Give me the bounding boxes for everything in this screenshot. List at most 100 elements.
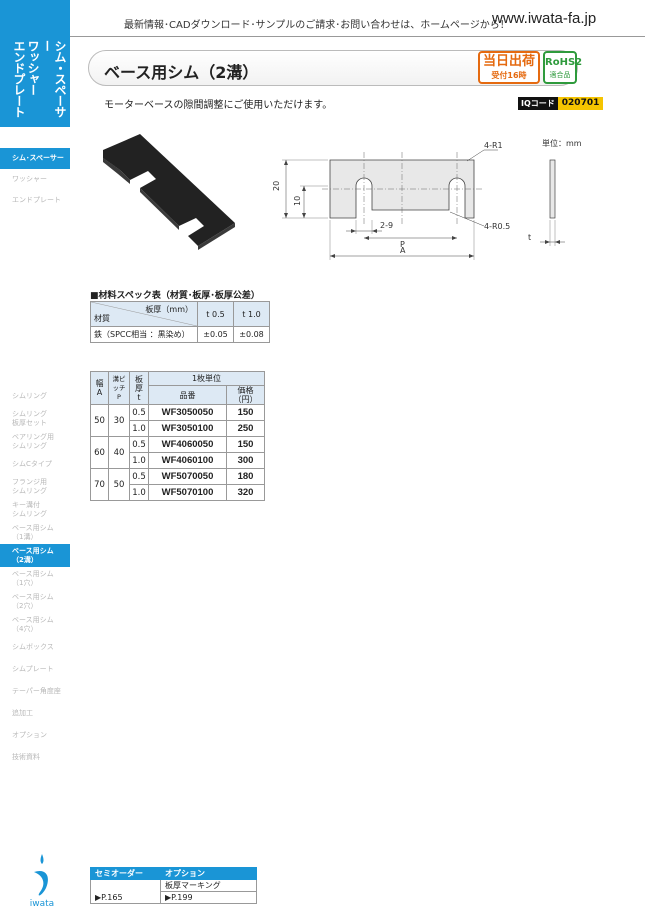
- sidebar-item[interactable]: キー溝付 シムリング: [12, 500, 47, 518]
- category-line-3: エンドプレート: [12, 40, 26, 117]
- rohs-badge-main: RoHS2: [545, 57, 583, 68]
- dim-pitch: P: [400, 240, 405, 249]
- sidebar-item[interactable]: シムリング: [12, 391, 47, 400]
- header-url[interactable]: www.iwata-fa.jp: [492, 10, 597, 27]
- pitch-value: 30: [108, 404, 130, 437]
- category-line-2: ワッシャー: [26, 40, 40, 95]
- header-divider: [70, 36, 645, 37]
- semi-order-header: セミオーダー: [90, 867, 161, 880]
- sidebar-item[interactable]: エンドプレート: [12, 196, 61, 204]
- header-note: 最新情報･CADダウンロード･サンプルのご請求･お問い合わせは、ホームページから…: [124, 20, 510, 31]
- category-tab[interactable]: シム・スペーサー ワッシャー エンドプレート: [0, 0, 70, 127]
- shipping-badge-sub: 受付16時: [491, 71, 527, 80]
- thickness-value: 1.0: [129, 420, 149, 437]
- price-value: 180: [226, 468, 265, 485]
- header-unit-group: 1枚単位: [148, 371, 265, 386]
- option-link[interactable]: ▶P.199: [160, 891, 257, 904]
- iq-code: 020701: [557, 97, 604, 110]
- sidebar-item[interactable]: テーパー角度座: [12, 686, 61, 695]
- price-value: 150: [226, 436, 265, 453]
- option-item: 板厚マーキング: [160, 879, 257, 892]
- width-value: 50: [90, 404, 109, 437]
- sidebar-item[interactable]: ベース用シム （1溝）: [12, 523, 54, 541]
- part-number: WF5070050: [148, 468, 227, 485]
- reference-table: セミオーダー オプション ▶P.165 板厚マーキング ▶P.199: [90, 867, 257, 904]
- dim-width: A: [400, 246, 406, 255]
- option-header: オプション: [160, 867, 257, 880]
- sidebar-item[interactable]: ワッシャー: [12, 175, 47, 183]
- product-photo: [103, 134, 235, 250]
- spec-tolerance: ±0.08: [233, 326, 270, 343]
- product-description: モーターベースの隙間調整にご使用いただけます。: [104, 100, 333, 111]
- sidebar-item[interactable]: オプション: [12, 730, 47, 739]
- sidebar-item[interactable]: ベース用シム （1穴）: [12, 569, 54, 587]
- pitch-value: 50: [108, 468, 130, 501]
- spec-material: 鉄（SPCC相当 ：黒染め）: [90, 326, 198, 343]
- same-day-shipping-badge: 当日出荷 受付16時: [478, 51, 540, 84]
- thickness-value: 1.0: [129, 484, 149, 501]
- header-pitch: 溝ピッチ P: [108, 371, 130, 405]
- corner-radius-label: 4-R1: [484, 141, 503, 150]
- sidebar-item[interactable]: 技術資料: [12, 752, 40, 761]
- part-number: WF4060100: [148, 452, 227, 469]
- semi-order-link[interactable]: ▶P.165: [90, 879, 161, 904]
- dim-slot-width: 2-9: [380, 221, 393, 230]
- spec-table: 板厚（mm） 材質 t 0.5 t 1.0 鉄（SPCC相当 ：黒染め） ±0.…: [90, 301, 270, 343]
- iwata-logo: iwata: [30, 854, 54, 909]
- logo-text: iwata: [30, 899, 54, 909]
- technical-drawing: 20 10 2-9 P A 4-R1 4-R0.5 単位：mm t: [272, 138, 582, 260]
- spec-table-title: ■材料スペック表（材質･板厚･板厚公差）: [90, 291, 260, 301]
- sidebar-item[interactable]: 追加工: [12, 708, 33, 717]
- part-number: WF3050050: [148, 404, 227, 421]
- header-price: 価格（円）: [226, 385, 265, 405]
- spec-corner-top: 板厚（mm）: [145, 305, 193, 314]
- spec-thickness-header: t 0.5: [197, 301, 234, 327]
- sidebar-item[interactable]: フランジ用 シムリング: [12, 477, 47, 495]
- sidebar-item[interactable]: シム･スペーサー: [0, 148, 70, 169]
- sidebar-item[interactable]: ベース用シム （4穴）: [12, 615, 54, 633]
- thickness-value: 0.5: [129, 436, 149, 453]
- sidebar-item[interactable]: シムリング 板厚セット: [12, 409, 47, 427]
- pitch-value: 40: [108, 436, 130, 469]
- dim-height-20: 20: [272, 181, 281, 191]
- price-value: 150: [226, 404, 265, 421]
- width-value: 60: [90, 436, 109, 469]
- part-number: WF4060050: [148, 436, 227, 453]
- sidebar-top-nav: シム･スペーサーワッシャーエンドプレート: [0, 148, 70, 211]
- dim-slot-depth-10: 10: [293, 196, 302, 206]
- sidebar-item[interactable]: ベアリング用 シムリング: [12, 432, 54, 450]
- thickness-value: 0.5: [129, 468, 149, 485]
- spec-tolerance: ±0.05: [197, 326, 234, 343]
- iq-code-badge[interactable]: IQコード 020701: [518, 97, 604, 110]
- iq-label: IQコード: [518, 97, 558, 110]
- thickness-value: 0.5: [129, 404, 149, 421]
- sidebar-item[interactable]: シムプレート: [12, 664, 54, 673]
- sidebar-item[interactable]: ベース用シム （2穴）: [12, 592, 54, 610]
- page-title: ベース用シム（2溝）: [104, 63, 259, 82]
- width-value: 70: [90, 468, 109, 501]
- sidebar-item[interactable]: シムボックス: [12, 642, 54, 651]
- spec-thickness-header: t 1.0: [233, 301, 270, 327]
- unit-label: 単位：mm: [542, 138, 582, 148]
- spec-corner-cell: 板厚（mm） 材質: [91, 302, 197, 326]
- rohs-badge: RoHS2 適合品: [543, 51, 583, 84]
- header-part-number: 品番: [148, 385, 227, 405]
- price-value: 300: [226, 452, 265, 469]
- price-value: 250: [226, 420, 265, 437]
- part-number: WF5070100: [148, 484, 227, 501]
- rohs-badge-sub: 適合品: [549, 71, 571, 79]
- dim-thickness: t: [528, 233, 531, 242]
- sidebar-item[interactable]: シムCタイプ: [12, 459, 52, 468]
- header-width: 幅 A: [90, 371, 109, 405]
- sidebar-item[interactable]: ベース用シム （2溝）: [0, 544, 70, 567]
- slot-radius-label: 4-R0.5: [484, 222, 510, 231]
- header-thickness: 板厚 t: [129, 371, 149, 405]
- price-value: 320: [226, 484, 265, 501]
- part-number: WF3050100: [148, 420, 227, 437]
